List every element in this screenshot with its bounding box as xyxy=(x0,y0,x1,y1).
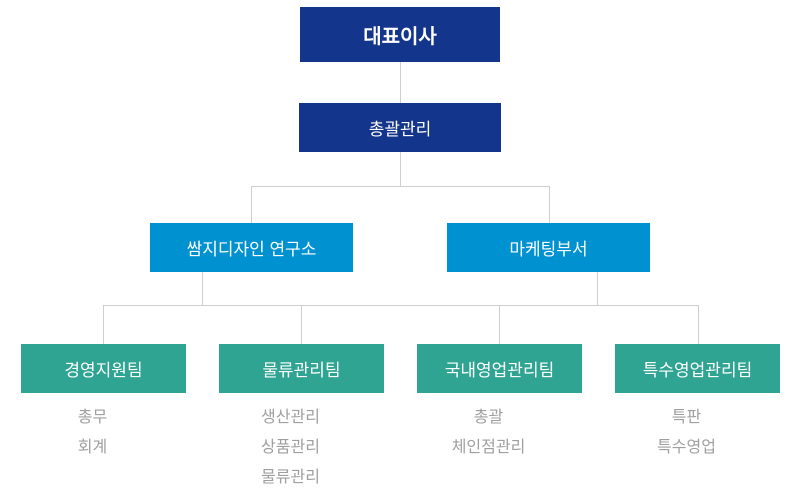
connector-dept-1-down xyxy=(597,272,598,305)
connector-drop-dept-0 xyxy=(251,186,252,223)
team-sublist-domestic-sales: 총괄 체인점관리 xyxy=(406,403,571,463)
org-node-team-management-support-label: 경영지원팀 xyxy=(64,361,143,380)
connector-drop-team-0 xyxy=(103,305,104,344)
org-node-team-domestic-sales: 국내영업관리팀 xyxy=(417,344,582,393)
sublist-item: 특판 xyxy=(671,409,702,426)
org-node-team-special-sales-label: 특수영업관리팀 xyxy=(642,361,753,380)
sublist-item: 상품관리 xyxy=(261,439,320,456)
org-node-design-lab-label: 쌈지디자인 연구소 xyxy=(186,240,317,259)
org-node-general-management-label: 총괄관리 xyxy=(368,120,432,139)
org-node-team-management-support: 경영지원팀 xyxy=(21,344,186,393)
connector-mgmt-down xyxy=(400,152,401,187)
connector-drop-team-2 xyxy=(499,305,500,344)
org-node-ceo-label: 대표이사 xyxy=(363,26,437,48)
org-node-team-logistics: 물류관리팀 xyxy=(219,344,384,393)
connector-drop-team-1 xyxy=(301,305,302,344)
sublist-item: 총무 xyxy=(77,409,108,426)
org-node-ceo: 대표이사 xyxy=(300,7,500,62)
org-node-marketing-dept: 마케팅부서 xyxy=(447,223,650,272)
connector-dept-rail xyxy=(251,186,550,187)
sublist-item: 회계 xyxy=(77,439,108,456)
team-sublist-logistics: 생산관리 상품관리 물류관리 xyxy=(208,403,373,493)
sublist-item: 체인점관리 xyxy=(451,439,526,456)
org-node-team-domestic-sales-label: 국내영업관리팀 xyxy=(444,361,555,380)
connector-dept-0-down xyxy=(202,272,203,305)
sublist-item: 물류관리 xyxy=(261,469,320,486)
sublist-item: 총괄 xyxy=(473,409,504,426)
team-sublist-special-sales: 특판 특수영업 xyxy=(604,403,769,463)
org-node-team-logistics-label: 물류관리팀 xyxy=(262,361,341,380)
org-node-general-management: 총괄관리 xyxy=(299,103,501,152)
connector-drop-dept-1 xyxy=(549,186,550,223)
org-node-marketing-dept-label: 마케팅부서 xyxy=(509,240,588,259)
sublist-item: 특수영업 xyxy=(657,439,716,456)
team-sublist-management-support: 총무 회계 xyxy=(10,403,175,463)
connector-team-rail xyxy=(103,305,699,306)
org-node-team-special-sales: 특수영업관리팀 xyxy=(615,344,780,393)
connector-ceo-to-mgmt xyxy=(400,62,401,103)
org-node-design-lab: 쌈지디자인 연구소 xyxy=(150,223,353,272)
connector-drop-team-3 xyxy=(698,305,699,344)
sublist-item: 생산관리 xyxy=(261,409,320,426)
